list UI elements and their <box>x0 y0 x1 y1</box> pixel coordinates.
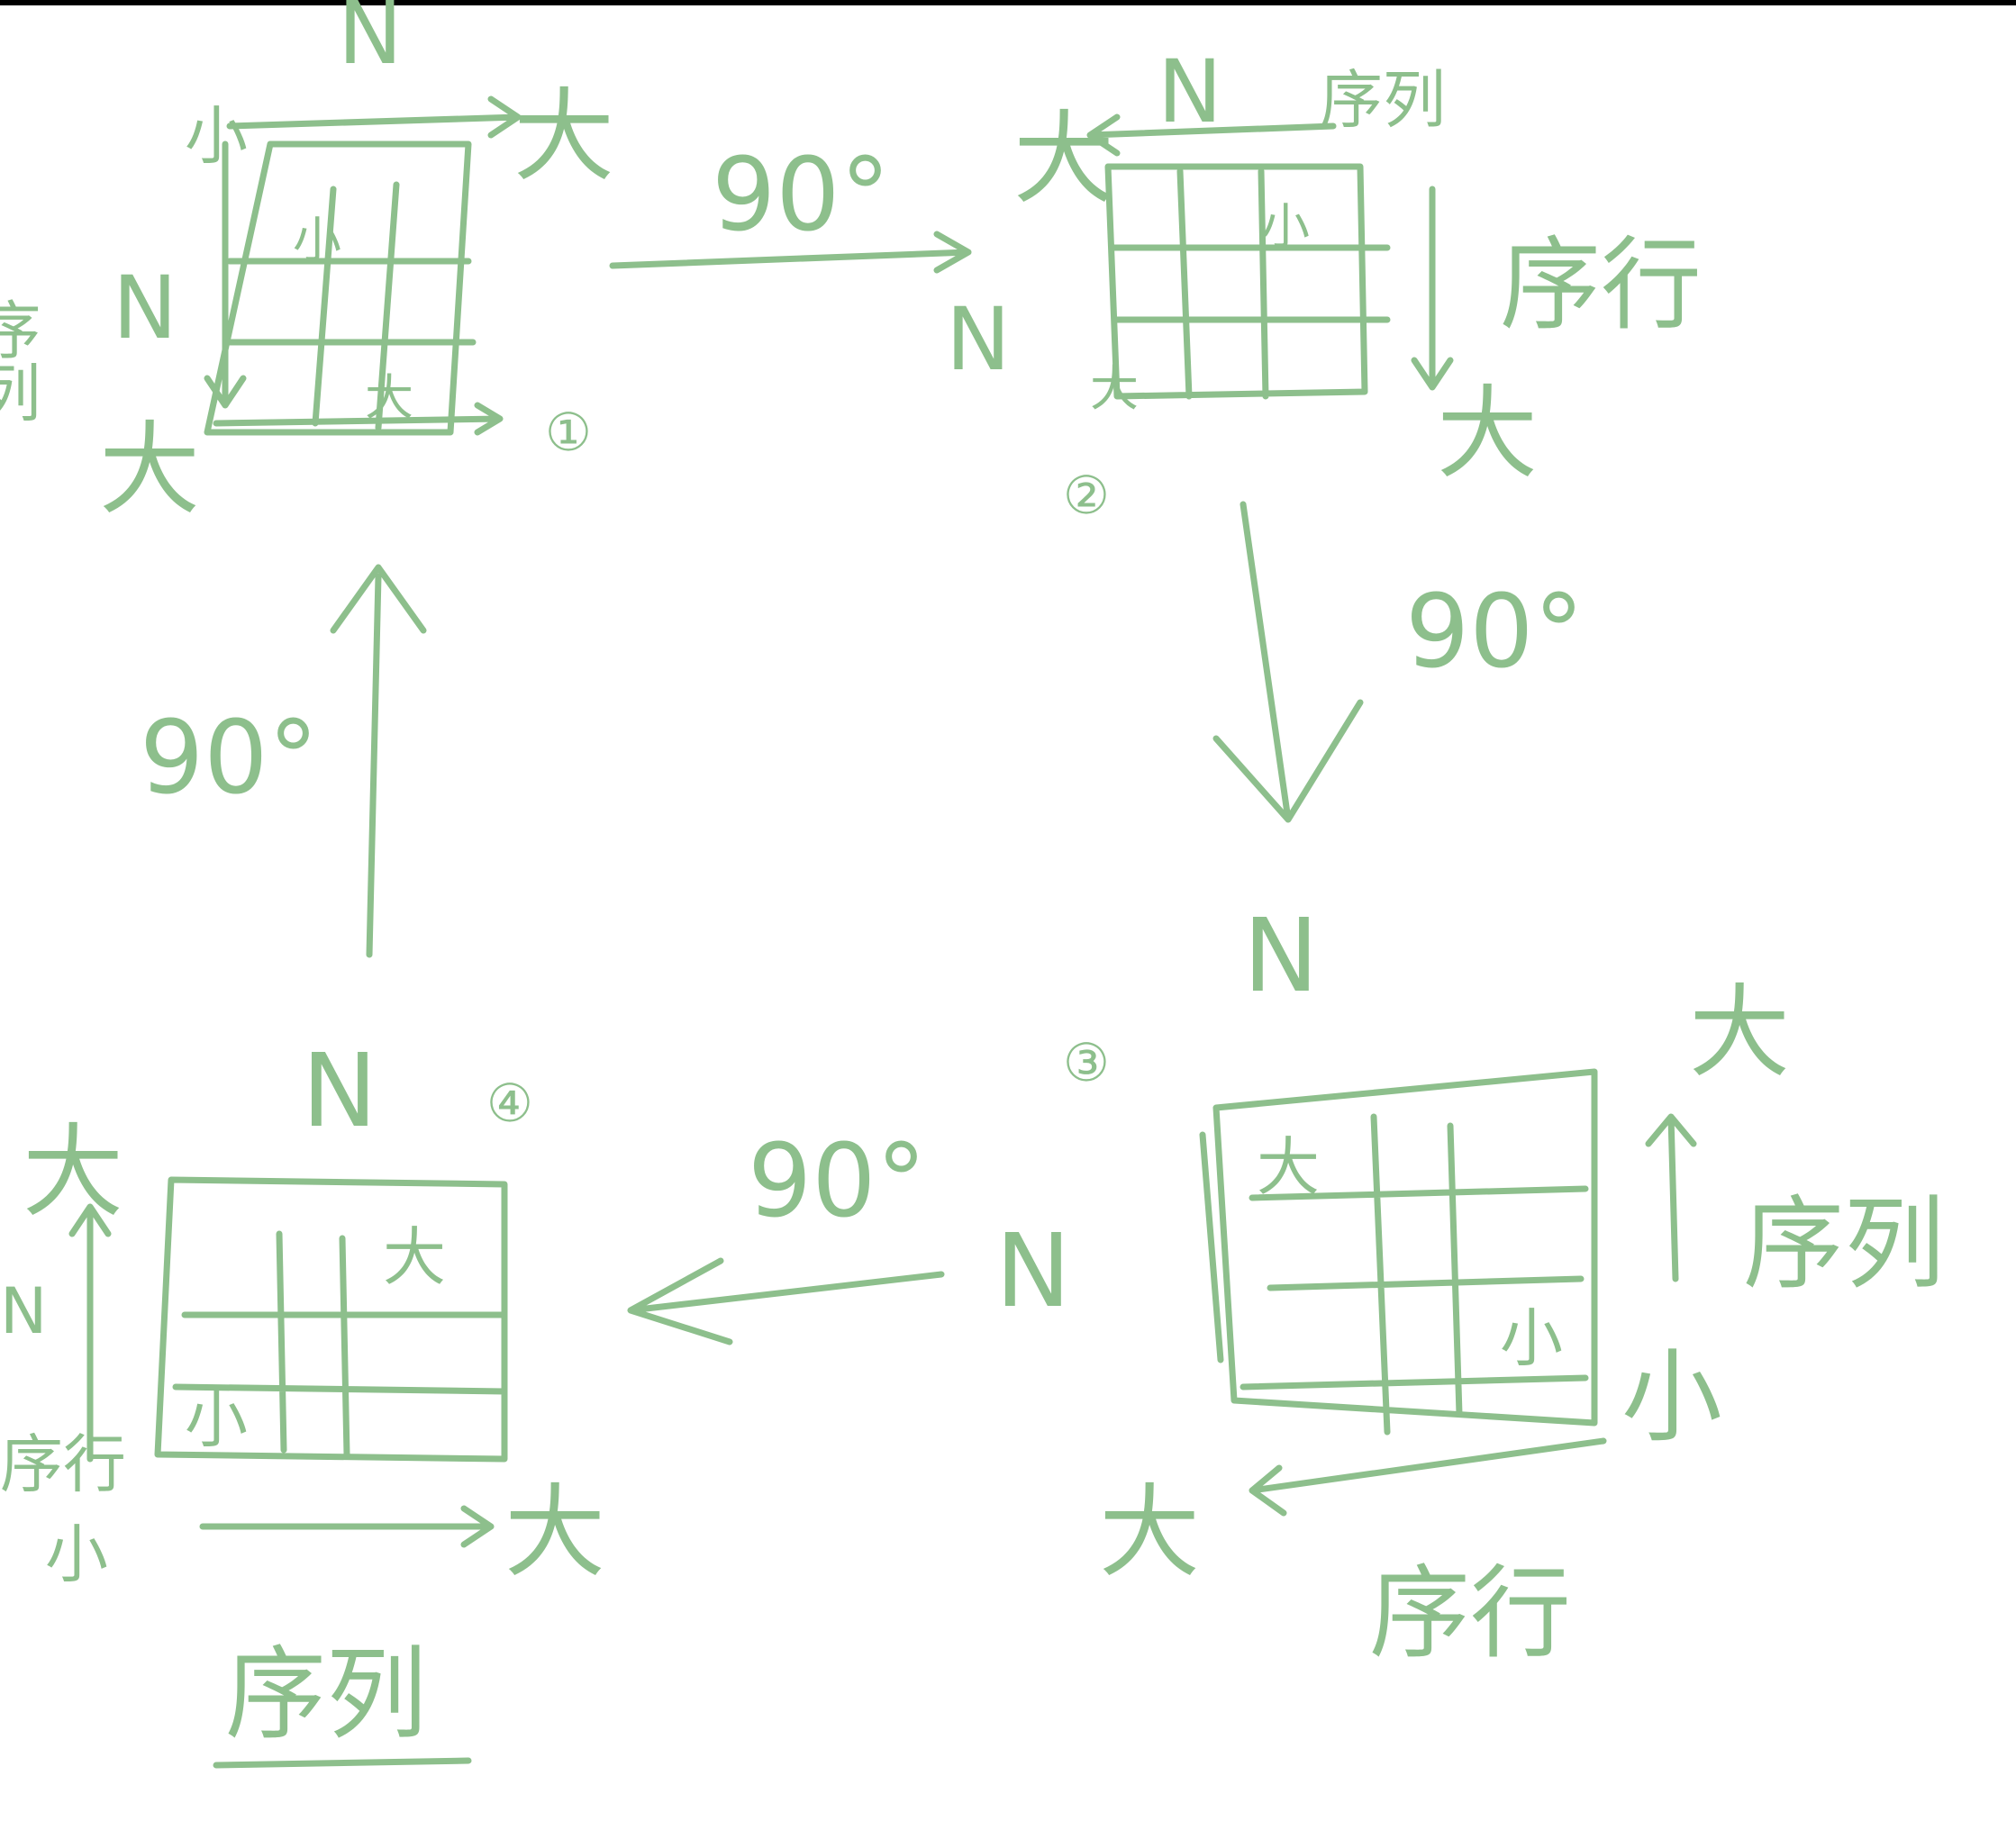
matrix-4-n-top: N <box>302 1033 377 1150</box>
matrix-3-n-top: N <box>1243 898 1319 1015</box>
rotate-arrow-3: 90° <box>627 1123 945 1345</box>
matrix-4-seq-row: 序行 <box>0 1427 126 1501</box>
matrix-4: N 大 N 序行 小 大 序列 大 小 ④ <box>0 1033 605 1769</box>
angle-label-4: 90° <box>140 700 319 817</box>
matrix-3-cell-small: 小 <box>1500 1301 1563 1375</box>
matrix-1-cell-small: 小 <box>293 212 341 268</box>
badge-1: ① <box>545 402 592 463</box>
top-edge <box>0 0 2016 5</box>
matrix-3-right-arrow <box>1645 1113 1697 1282</box>
rotate-arrow-4: 90° <box>140 564 427 958</box>
matrix-2-cell-big: 大 <box>1090 360 1139 417</box>
matrix-3-bottom-arrow <box>1249 1437 1607 1517</box>
matrix-1-bottom-arrow <box>213 402 504 436</box>
matrix-2-n-top: N <box>1158 41 1222 142</box>
matrix-2-seq-col: 序列 <box>1320 63 1446 137</box>
badge-4: ④ <box>486 1073 533 1134</box>
matrix-1-left-arrow <box>204 140 247 409</box>
matrix-2-grid <box>1104 163 1391 400</box>
matrix-2-big-bottom: 大 <box>1437 376 1538 493</box>
matrix-3-big-right: 大 <box>1689 974 1790 1092</box>
matrix-3-seq-col: 序列 <box>1743 1186 1945 1303</box>
rotate-arrow-1: 90° <box>609 137 972 274</box>
matrix-1-top-arrow <box>226 95 522 139</box>
matrix-1: N N 小 大 大 小 大 序列 ① <box>0 0 614 529</box>
matrix-2-top-arrow <box>1086 113 1337 157</box>
matrix-1-small: 小 <box>185 99 248 173</box>
angle-label-1: 90° <box>712 137 891 254</box>
matrix-1-cell-big: 大 <box>365 369 413 426</box>
matrix-1-n: N <box>338 0 403 84</box>
matrix-3-big-bottom: 大 <box>1099 1474 1200 1591</box>
matrix-4-n-left: N <box>0 1274 47 1348</box>
badge-3: ③ <box>1063 1032 1110 1093</box>
matrix-1-big-right: 大 <box>513 78 614 195</box>
matrix-3-seq-row: 序行 <box>1369 1555 1571 1672</box>
matrix-4-grid <box>154 1176 508 1463</box>
matrix-3-cell-big: 大 <box>1257 1130 1320 1204</box>
angle-label-3: 90° <box>748 1123 927 1240</box>
matrix-1-seq-col: 序列 <box>0 297 41 423</box>
matrix-4-cell-big: 大 <box>383 1220 446 1294</box>
matrix-4-seq-col: 序列 <box>225 1636 427 1753</box>
matrix-3-small-right: 小 <box>1621 1339 1722 1456</box>
matrix-1-n-left: N <box>113 258 177 358</box>
matrix-3-n-left: N <box>995 1213 1071 1330</box>
matrix-4-left-arrow <box>68 1203 112 1463</box>
seq-col-underline <box>213 1757 472 1769</box>
matrix-3-left-line <box>1199 1131 1224 1363</box>
matrix-1-big-bottom: 大 <box>99 412 200 529</box>
matrix-3-grid <box>1212 1068 1598 1436</box>
matrix-2-cell-small: 小 <box>1261 198 1310 255</box>
matrix-4-cell-small: 小 <box>185 1382 248 1456</box>
rotate-arrow-2: 90° <box>1212 501 1585 823</box>
matrix-4-bottom-arrow <box>199 1505 495 1548</box>
matrix-2-right-arrow <box>1411 186 1454 391</box>
matrix-2-seq-row: 序行 <box>1500 227 1702 344</box>
matrix-2-big-left: 大 <box>1013 101 1114 218</box>
matrix-2-n-left: N <box>946 289 1011 390</box>
matrix-1-grid <box>204 140 477 436</box>
matrix-2: N N 序列 大 序行 大 小 大 ② <box>946 41 1702 526</box>
badge-2: ② <box>1063 465 1110 526</box>
matrix-4-big-right: 大 <box>504 1474 605 1591</box>
matrix-4-small-left: 小 <box>45 1517 108 1591</box>
matrix-4-big-left: 大 <box>23 1114 123 1231</box>
angle-label-2: 90° <box>1405 574 1585 691</box>
matrix-3: N N 大 序列 小 大 序行 大 小 ③ <box>995 898 1945 1672</box>
